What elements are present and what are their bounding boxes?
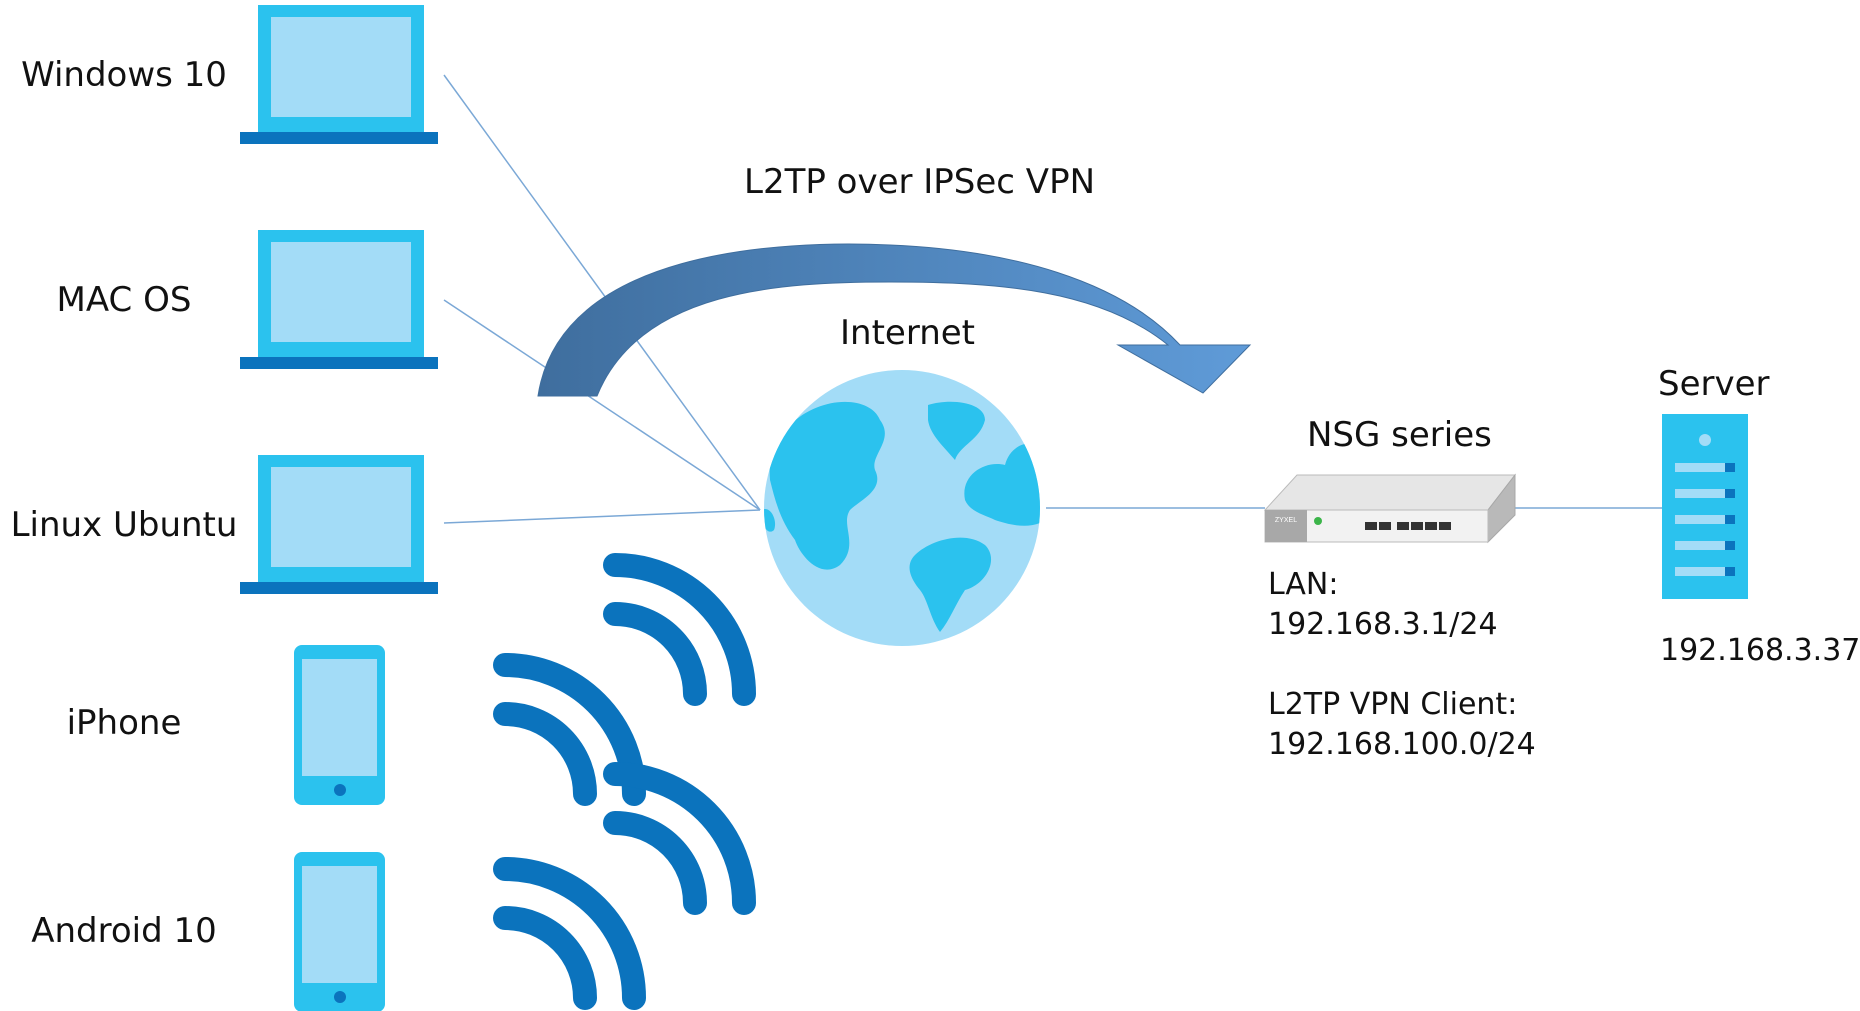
laptop-windows xyxy=(240,5,438,144)
wifi-icon-iphone xyxy=(493,553,756,806)
client-label-macos: MAC OS xyxy=(56,280,192,320)
internet-label: Internet xyxy=(840,313,976,353)
vpn-tunnel-arrow xyxy=(537,243,1252,397)
nsg-label: NSG series xyxy=(1307,415,1492,455)
laptop-linux xyxy=(240,455,438,594)
lan-subnet: 192.168.3.1/24 xyxy=(1268,607,1498,642)
nsg-status-led xyxy=(1314,517,1322,525)
wifi-icon-android xyxy=(493,762,756,1010)
server-label: Server xyxy=(1658,364,1770,404)
server-icon xyxy=(1662,414,1748,599)
link-windows-internet xyxy=(443,74,761,511)
nsg-brand: ZYXEL xyxy=(1275,517,1297,524)
vpn-tunnel-label: L2TP over IPSec VPN xyxy=(744,162,1096,202)
phone-iphone xyxy=(294,645,385,805)
lan-heading: LAN: xyxy=(1268,567,1339,602)
link-macos-internet xyxy=(443,299,761,511)
link-linux-internet xyxy=(443,509,761,524)
client-label-android: Android 10 xyxy=(31,911,217,951)
server-ip: 192.168.3.37 xyxy=(1660,633,1860,668)
client-label-iphone: iPhone xyxy=(66,703,182,743)
laptop-macos xyxy=(240,230,438,369)
internet-globe-icon xyxy=(764,370,1040,646)
connection-lines xyxy=(443,74,1662,524)
client-label-windows: Windows 10 xyxy=(21,55,227,95)
vpn-client-subnet: 192.168.100.0/24 xyxy=(1268,727,1536,762)
client-label-linux: Linux Ubuntu xyxy=(10,505,238,545)
vpn-client-heading: L2TP VPN Client: xyxy=(1268,687,1518,722)
phone-android xyxy=(294,852,385,1011)
nsg-appliance-icon: ZYXEL xyxy=(1263,473,1517,544)
